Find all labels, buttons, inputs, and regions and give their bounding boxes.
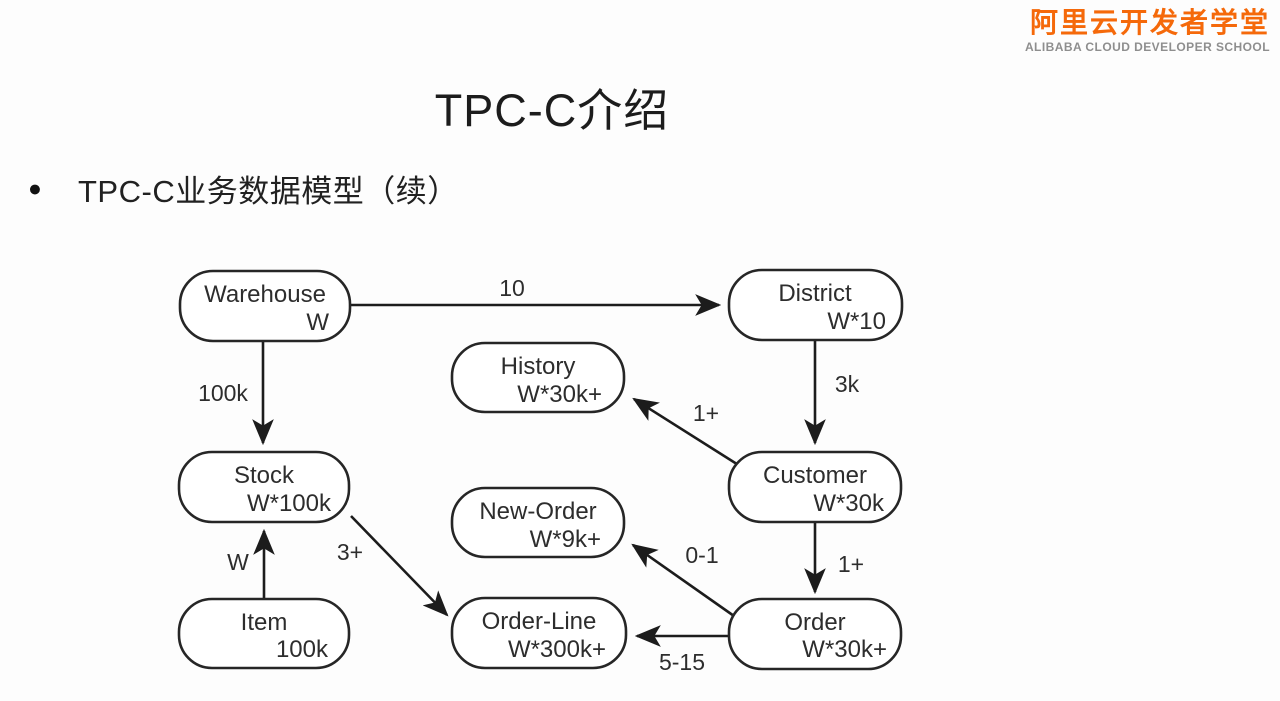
- entity-cardinality: 100k: [276, 636, 329, 663]
- brand-logo-english: ALIBABA CLOUD DEVELOPER SCHOOL: [1024, 40, 1270, 55]
- relationship-label: W: [227, 549, 249, 575]
- entity-name: New-Order: [479, 498, 596, 525]
- entity-cardinality: W*30k+: [802, 636, 887, 663]
- entity-shape: [727, 268, 904, 342]
- brand-logo: 阿里云开发者学堂 ALIBABA CLOUD DEVELOPER SCHOOL: [1025, 7, 1270, 54]
- relationship-arrow: [632, 397, 741, 468]
- edge-customer-order: 1+: [804, 522, 864, 595]
- relationship-label: 3k: [835, 371, 860, 397]
- bullet-text: TPC-C业务数据模型（续）: [78, 174, 459, 209]
- relationship-label: 5-15: [659, 649, 705, 675]
- edge-warehouse-district: 10: [350, 275, 722, 316]
- edge-warehouse-stock: 100k: [198, 341, 274, 446]
- node-order: Order W*30k+: [727, 597, 903, 671]
- entity-cardinality: W*300k+: [508, 636, 606, 663]
- entity-shape: [450, 596, 628, 670]
- entity-name: Stock: [234, 462, 295, 489]
- entity-cardinality: W*30k: [813, 490, 885, 517]
- entity-name: Order-Line: [482, 608, 597, 635]
- node-history: History W*30k+: [450, 341, 626, 414]
- relationship-label: 0-1: [685, 542, 718, 568]
- node-item: Item 100k: [177, 597, 351, 670]
- entity-name: District: [778, 280, 852, 307]
- relationship-arrow: [350, 515, 449, 617]
- entity-name: Warehouse: [204, 281, 326, 308]
- node-warehouse: Warehouse W: [178, 269, 352, 343]
- edge-item-stock: W: [227, 528, 275, 598]
- entity-cardinality: W*10: [827, 308, 886, 335]
- entity-name: History: [501, 353, 576, 380]
- edge-order-order-line: 5-15: [634, 625, 729, 675]
- entity-shape: [177, 597, 351, 670]
- node-new-order: New-Order W*9k+: [450, 486, 626, 559]
- relationship-label: 100k: [198, 380, 248, 406]
- entity-shape: [450, 341, 626, 414]
- entity-shape: [177, 450, 351, 524]
- bullet-item: ● TPC-C业务数据模型（续）: [28, 166, 459, 211]
- entity-cardinality: W*9k+: [530, 526, 601, 553]
- entity-name: Customer: [763, 462, 867, 489]
- relationship-label: 1+: [693, 400, 719, 426]
- relationship-label: 10: [499, 275, 525, 301]
- entity-name: Item: [241, 609, 288, 636]
- relationship-label: 3+: [337, 539, 363, 565]
- edge-order-new-order: 0-1: [631, 542, 735, 618]
- entity-name: Order: [784, 609, 845, 636]
- entity-shape: [727, 597, 903, 671]
- page-title: TPC-C介绍: [434, 85, 670, 136]
- brand-logo-chinese: 阿里云开发者学堂: [1029, 7, 1270, 38]
- node-stock: Stock W*100k: [177, 450, 351, 524]
- edge-customer-history: 1+: [632, 397, 741, 468]
- node-customer: Customer W*30k: [727, 450, 903, 524]
- edge-stock-order-line: 3+: [337, 515, 449, 617]
- bullet-icon: ●: [28, 175, 42, 201]
- entity-shape: [178, 269, 352, 343]
- node-order-line: Order-Line W*300k+: [450, 596, 628, 670]
- entity-cardinality: W: [306, 309, 329, 336]
- relationship-label: 1+: [838, 551, 864, 577]
- edge-district-customer: 3k: [804, 340, 860, 446]
- relationship-arrow: [631, 543, 735, 618]
- entity-shape: [727, 450, 903, 524]
- entity-shape: [450, 486, 626, 559]
- entity-cardinality: W*100k: [247, 490, 332, 517]
- entity-cardinality: W*30k+: [517, 381, 602, 408]
- node-district: District W*10: [727, 268, 904, 342]
